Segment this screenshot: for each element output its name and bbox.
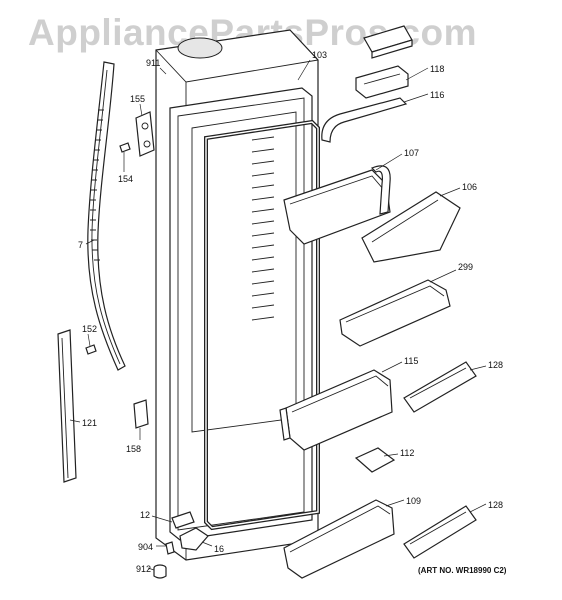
bin-107-part[interactable] — [283, 165, 391, 245]
bin-115-part[interactable] — [279, 369, 393, 451]
label-904: 904 — [138, 542, 153, 552]
label-128-lower: 128 — [488, 500, 503, 510]
dairy-rail-part[interactable] — [321, 97, 408, 143]
screw-154-part[interactable] — [119, 142, 131, 153]
label-115: 115 — [404, 356, 418, 366]
label-299: 299 — [458, 262, 473, 272]
screw-152-part[interactable] — [85, 344, 97, 355]
figure-note: (ART NO. WR18990 C2) — [418, 566, 507, 575]
label-912: 912 — [136, 564, 151, 574]
shelf-299-part[interactable] — [339, 279, 451, 347]
panel-128a-part[interactable] — [403, 361, 477, 413]
label-121: 121 — [82, 418, 97, 428]
hinge-bracket-part[interactable] — [135, 111, 155, 157]
label-911: 911 — [146, 58, 160, 68]
label-109: 109 — [406, 496, 421, 506]
label-12: 12 — [140, 510, 150, 520]
label-16: 16 — [214, 544, 224, 554]
liner-ribs — [251, 136, 275, 321]
label-154: 154 — [118, 174, 133, 184]
label-7: 7 — [78, 240, 83, 250]
cap-912-part[interactable] — [153, 564, 167, 579]
part-labels: 911 103 118 116 155 154 107 106 7 299 15… — [78, 50, 503, 574]
bin-106-part[interactable] — [361, 191, 461, 263]
bin-109-part[interactable] — [283, 499, 395, 579]
label-152: 152 — [82, 324, 97, 334]
screw-904-part[interactable] — [165, 541, 175, 555]
label-112: 112 — [400, 448, 414, 458]
label-103: 103 — [312, 50, 327, 60]
label-116: 116 — [430, 90, 444, 100]
handle-trim-teeth — [90, 109, 104, 261]
label-155: 155 — [130, 94, 145, 104]
label-107: 107 — [404, 148, 419, 158]
dairy-bin-part[interactable] — [355, 65, 409, 99]
cover-158-part[interactable] — [133, 399, 149, 429]
panel-128b-part[interactable] — [403, 505, 477, 559]
label-158: 158 — [126, 444, 141, 454]
dairy-door-part[interactable] — [363, 25, 413, 59]
part-16[interactable] — [179, 527, 209, 551]
leader-lines — [69, 59, 487, 571]
door-liner-part[interactable] — [169, 87, 313, 541]
clip-112-part[interactable] — [354, 447, 396, 473]
door-gasket-part[interactable] — [204, 119, 320, 531]
label-118: 118 — [430, 64, 444, 74]
label-106: 106 — [462, 182, 477, 192]
handle-trim-part[interactable] — [87, 61, 126, 371]
label-128-upper: 128 — [488, 360, 503, 370]
trim-121-part[interactable] — [57, 329, 77, 483]
bracket-12-part[interactable] — [171, 511, 195, 529]
